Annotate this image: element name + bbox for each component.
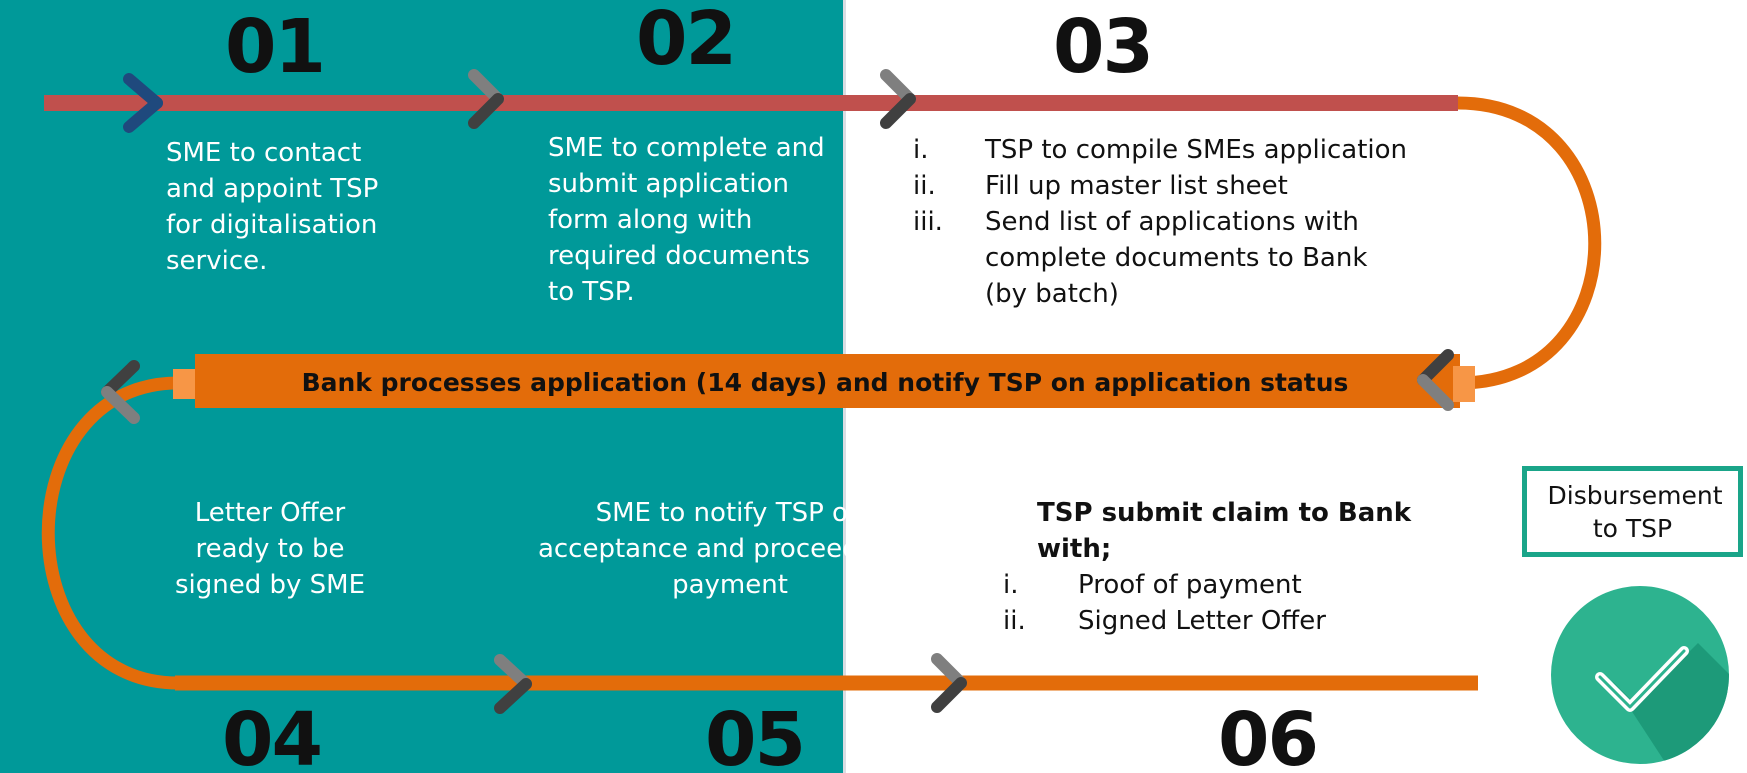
step-01-description: SME to contact and appoint TSP for digit… <box>166 138 379 276</box>
bank-processing-label: Bank processes application (14 days) and… <box>301 368 1349 397</box>
bank-bar-right-cap <box>1453 366 1475 402</box>
step-02-description: SME to complete and submit application f… <box>548 133 825 307</box>
chevron-icon <box>468 69 504 129</box>
step-05-description: SME to notify TSP on acceptance and proc… <box>537 498 923 600</box>
step-06-item: i.Proof of payment <box>1003 570 1302 600</box>
disbursement-label: Disbursement to TSP <box>1547 480 1723 543</box>
right-curve <box>1457 96 1602 390</box>
step-06-item: ii.Signed Letter Offer <box>1003 606 1326 636</box>
step-06-heading: TSP submit claim to Bank with; <box>1037 498 1412 564</box>
step-number-02: 02 <box>636 0 737 82</box>
disbursement-box: Disbursement to TSP <box>1522 466 1743 557</box>
step-03-item: iii.Send list of applications with compl… <box>913 207 1368 309</box>
step-06-block: TSP submit claim to Bank with; i.Proof o… <box>1003 495 1483 639</box>
chevron-icon <box>101 360 140 424</box>
chevron-icon <box>123 73 163 133</box>
step-number-06: 06 <box>1218 697 1319 773</box>
step-number-04: 04 <box>222 697 323 773</box>
left-curve <box>41 376 179 690</box>
chevron-icon <box>494 654 532 714</box>
bank-bar-left-cap <box>173 369 195 399</box>
step-number-05: 05 <box>705 697 806 773</box>
step-03-list: i.TSP to compile SMEs application ii.Fil… <box>913 132 1433 312</box>
step-03-item: i.TSP to compile SMEs application <box>913 135 1408 165</box>
bank-bar <box>195 354 1460 408</box>
chevron-icon <box>880 69 916 129</box>
chevron-icon <box>1417 349 1454 411</box>
step-04-description: Letter Offer ready to be signed by SME <box>174 498 366 600</box>
chevron-icon <box>931 653 967 713</box>
step-number-01: 01 <box>225 4 326 90</box>
step-number-03: 03 <box>1053 4 1154 90</box>
check-circle-icon <box>1551 586 1729 764</box>
step-03-item: ii.Fill up master list sheet <box>913 171 1288 201</box>
